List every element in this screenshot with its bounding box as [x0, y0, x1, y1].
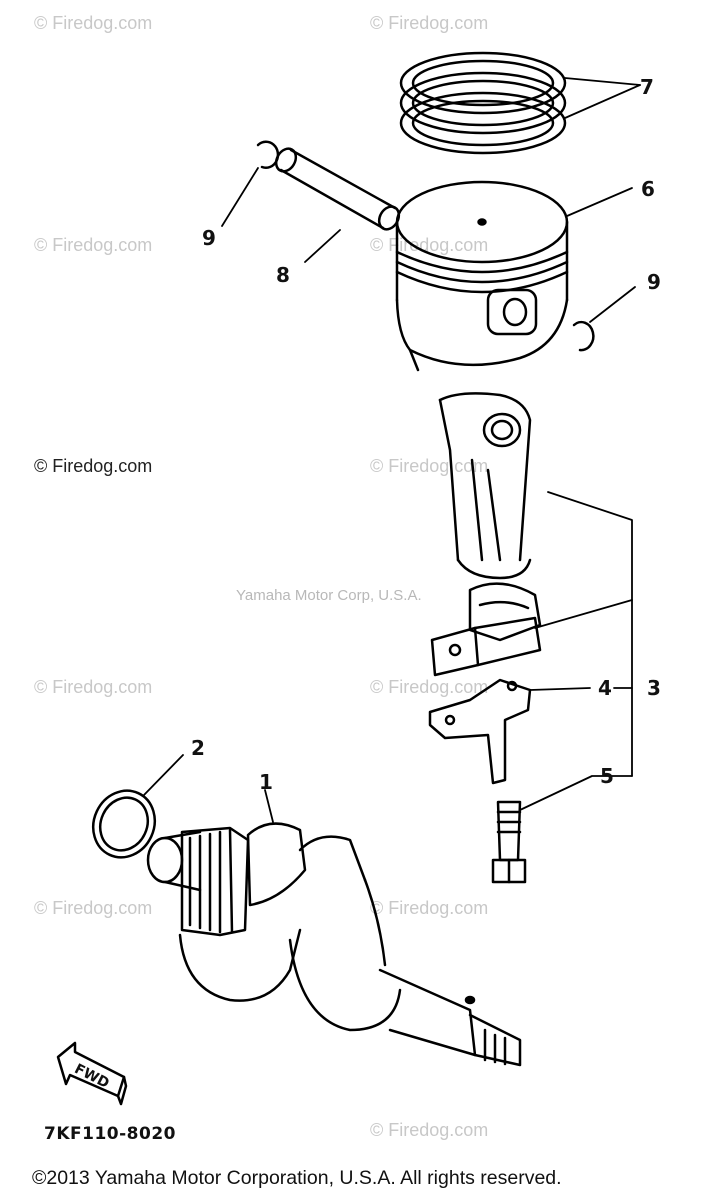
watermark: © Firedog.com — [370, 235, 489, 255]
watermark: © Firedog.com — [370, 13, 489, 33]
piston-rings — [399, 51, 567, 155]
watermark: © Firedog.com — [34, 898, 153, 918]
watermark: © Firedog.com — [370, 898, 489, 918]
locking-plate — [428, 678, 532, 785]
callout-5: 5 — [600, 764, 614, 788]
copyright-footer: ©2013 Yamaha Motor Corporation, U.S.A. A… — [32, 1167, 562, 1189]
watermark: © Firedog.com — [34, 235, 153, 255]
center-note: Yamaha Motor Corp, U.S.A. — [236, 587, 422, 604]
watermark: © Firedog.com — [370, 456, 489, 476]
callout-1: 1 — [259, 770, 273, 794]
callout-3: 3 — [647, 676, 661, 700]
callout-9-left: 9 — [202, 226, 216, 250]
connecting-rod — [430, 392, 542, 677]
forward-arrow — [56, 1041, 128, 1106]
watermark: © Firedog.com — [34, 13, 153, 33]
callout-4: 4 — [598, 676, 612, 700]
watermark: © Firedog.com — [34, 456, 153, 476]
callout-6: 6 — [641, 177, 655, 201]
watermark: © Firedog.com — [34, 677, 153, 697]
piston-pin-clips — [256, 140, 595, 352]
crankshaft — [146, 822, 522, 1067]
callout-9-right: 9 — [647, 270, 661, 294]
watermark: © Firedog.com — [370, 1120, 489, 1140]
callout-2: 2 — [191, 736, 205, 760]
rod-bolt — [491, 800, 527, 884]
callout-7: 7 — [640, 75, 654, 99]
watermark: © Firedog.com — [370, 677, 489, 697]
piston — [395, 180, 569, 372]
callout-8: 8 — [276, 263, 290, 287]
diagram-code: 7KF110-8020 — [44, 1124, 176, 1144]
o-ring — [91, 789, 157, 859]
leader-lines — [142, 77, 641, 823]
piston-pin — [274, 147, 401, 231]
